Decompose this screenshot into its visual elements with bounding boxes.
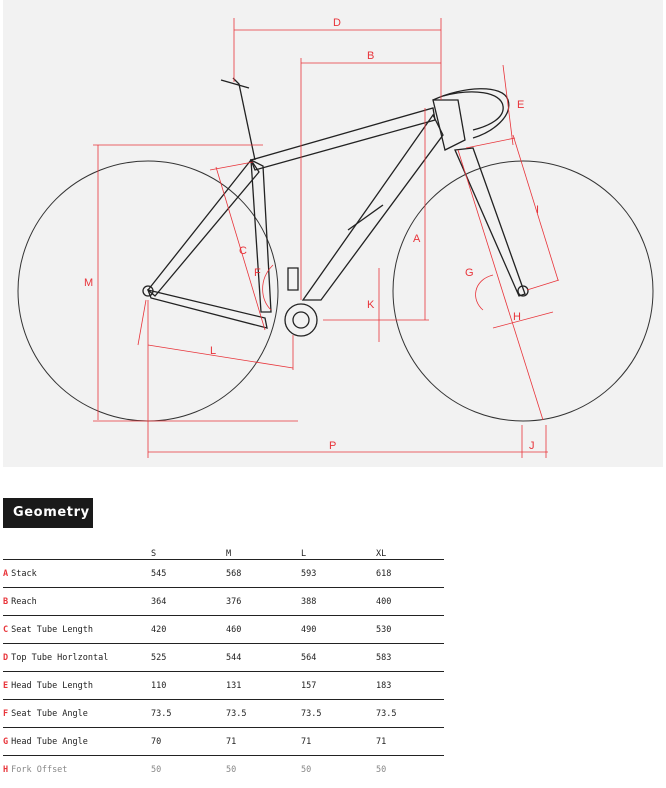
cell-xl: 71 <box>376 727 444 756</box>
cell-s: 545 <box>151 559 226 588</box>
row-letter: H <box>3 764 9 775</box>
cell-xl: 530 <box>376 615 444 644</box>
dim-label-i: I <box>536 204 539 216</box>
cell-l: 71 <box>301 727 376 756</box>
dim-label-f: F <box>254 267 261 279</box>
cell-m: 568 <box>226 559 301 588</box>
cell-l: 73.5 <box>301 699 376 728</box>
cell-s: 525 <box>151 643 226 672</box>
header-size-s: S <box>151 545 226 560</box>
dim-label-c: C <box>239 245 247 257</box>
cell-l: 50 <box>301 764 312 775</box>
cell-xl: 400 <box>376 587 444 616</box>
row-label-text: Fork Offset <box>11 764 68 775</box>
cell-s: 50 <box>151 764 162 775</box>
header-size-l: L <box>301 545 376 560</box>
dim-label-h: H <box>513 311 521 323</box>
row-letter: C <box>3 624 9 635</box>
cell-s: 70 <box>151 727 226 756</box>
header-size-xl: XL <box>376 545 444 560</box>
row-letter: A <box>3 568 9 579</box>
cell-m: 73.5 <box>226 699 301 728</box>
cell-l: 388 <box>301 587 376 616</box>
cell-l: 564 <box>301 643 376 672</box>
cell-m: 460 <box>226 615 301 644</box>
cell-xl: 73.5 <box>376 699 444 728</box>
cell-m: 544 <box>226 643 301 672</box>
geometry-diagram: D B E I C A M F G K H L P J <box>3 0 663 467</box>
cell-s: 364 <box>151 587 226 616</box>
row-label-text: Head Tube Length <box>11 680 94 691</box>
row-label-text: Stack <box>11 568 37 579</box>
cell-l: 157 <box>301 671 376 700</box>
header-size-m: M <box>226 545 301 560</box>
row-label-text: Seat Tube Length <box>11 624 94 635</box>
dim-label-g: G <box>465 267 474 279</box>
cell-xl: 183 <box>376 671 444 700</box>
cell-l: 593 <box>301 559 376 588</box>
cell-xl: 583 <box>376 643 444 672</box>
cell-m: 50 <box>226 764 237 775</box>
row-label-text: Top Tube Horlzontal <box>11 652 109 663</box>
dimension-lines <box>93 18 560 458</box>
row-letter: D <box>3 652 9 663</box>
cell-l: 490 <box>301 615 376 644</box>
dim-label-a: A <box>413 233 421 245</box>
dim-label-l: L <box>210 345 216 357</box>
cell-m: 131 <box>226 671 301 700</box>
header-blank <box>3 545 151 560</box>
dim-label-p: P <box>329 440 336 452</box>
cell-s: 73.5 <box>151 699 226 728</box>
front-wheel <box>392 160 654 422</box>
row-label-text: Reach <box>11 596 37 607</box>
dim-label-e: E <box>517 99 524 111</box>
cell-m: 71 <box>226 727 301 756</box>
cell-m: 376 <box>226 587 301 616</box>
geometry-title: Geometry <box>3 498 93 528</box>
cell-s: 110 <box>151 671 226 700</box>
cell-xl: 618 <box>376 559 444 588</box>
row-letter: F <box>3 708 9 719</box>
row-letter: G <box>3 736 9 747</box>
dim-label-d: D <box>333 17 341 29</box>
row-label-text: Seat Tube Angle <box>11 708 88 719</box>
table-header-row: S M L XL <box>3 545 444 560</box>
dim-label-b: B <box>367 50 374 62</box>
row-letter: B <box>3 596 9 607</box>
dim-label-k: K <box>367 299 375 311</box>
bike-geometry-svg: D B E I C A M F G K H L P J <box>17 17 654 458</box>
cell-s: 420 <box>151 615 226 644</box>
cell-xl: 50 <box>376 764 387 775</box>
dim-label-m: M <box>84 277 93 289</box>
row-letter: E <box>3 680 9 691</box>
dim-label-j: J <box>529 440 535 452</box>
bike-frame <box>142 77 529 337</box>
row-label-text: Head Tube Angle <box>11 736 88 747</box>
